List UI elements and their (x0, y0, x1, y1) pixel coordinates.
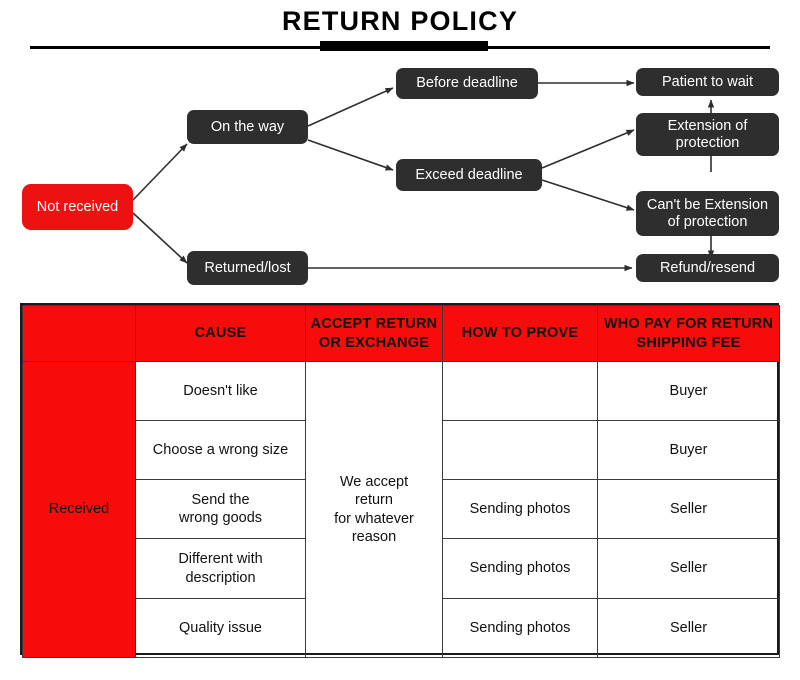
flow-node-extension-of-protection[interactable]: Extension of protection (636, 113, 779, 156)
header-cell-blank (22, 305, 136, 362)
header-cell-how-to-prove: HOW TO PROVE (442, 305, 598, 362)
table-row: Received Doesn't like We accept return f… (22, 361, 780, 658)
title-underline-thick (320, 41, 488, 51)
cell-who-pays: Buyer (597, 420, 780, 480)
table-row: Different with description Sending photo… (23, 538, 780, 599)
header-cell-cause: CAUSE (135, 305, 306, 362)
cell-how-to-prove (442, 420, 598, 480)
cell-who-pays: Seller (597, 538, 780, 599)
flowchart-connectors (132, 79, 715, 272)
flow-node-refund-resend[interactable]: Refund/resend (636, 254, 779, 282)
return-policy-table: CAUSE ACCEPT RETURN OR EXCHANGE HOW TO P… (20, 303, 780, 658)
cell-cause: Quality issue (135, 598, 306, 658)
header-cell-who-pays: WHO PAY FOR RETURN SHIPPING FEE (597, 305, 780, 362)
cell-cause: Doesn't like (135, 361, 306, 421)
flowchart: Not received On the way Returned/lost Be… (0, 60, 800, 295)
flow-node-cant-be-extension[interactable]: Can't be Extension of protection (636, 191, 779, 236)
cell-how-to-prove: Sending photos (442, 538, 598, 599)
flow-node-on-the-way[interactable]: On the way (187, 110, 308, 144)
cell-accept-return-merged: We accept return for whatever reason (305, 361, 443, 658)
cell-cause: Send the wrong goods (135, 479, 306, 539)
row-group-label-received: Received (22, 361, 136, 658)
flow-node-not-received[interactable]: Not received (22, 184, 133, 230)
cell-cause: Choose a wrong size (135, 420, 306, 480)
cell-who-pays: Seller (597, 598, 780, 658)
cell-how-to-prove: Sending photos (442, 479, 598, 539)
flow-node-before-deadline[interactable]: Before deadline (396, 68, 538, 99)
flow-node-returned-lost[interactable]: Returned/lost (187, 251, 308, 285)
cell-how-to-prove: Sending photos (442, 598, 598, 658)
table-row: Quality issue Sending photos Seller (23, 598, 780, 658)
table-row: Send the wrong goods Sending photos Sell… (23, 479, 780, 539)
cell-who-pays: Buyer (597, 361, 780, 421)
header-cell-accept-return: ACCEPT RETURN OR EXCHANGE (305, 305, 443, 362)
cell-how-to-prove (442, 361, 598, 421)
table-header-row: CAUSE ACCEPT RETURN OR EXCHANGE HOW TO P… (22, 305, 780, 362)
cell-cause: Different with description (135, 538, 306, 599)
flow-node-patient-to-wait[interactable]: Patient to wait (636, 68, 779, 96)
flow-node-exceed-deadline[interactable]: Exceed deadline (396, 159, 542, 191)
page-title: RETURN POLICY (281, 6, 519, 36)
cell-who-pays: Seller (597, 479, 780, 539)
